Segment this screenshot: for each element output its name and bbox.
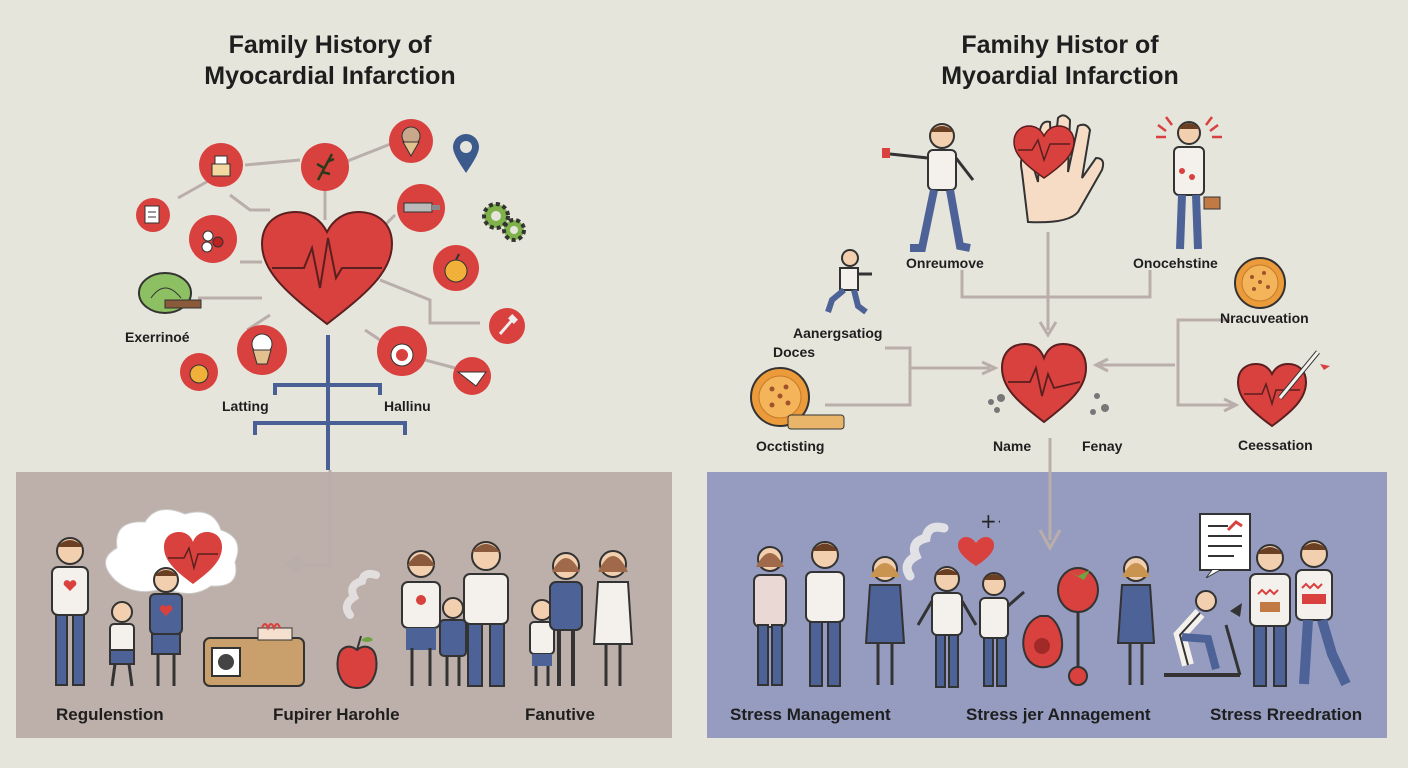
- person-icon: [979, 572, 1025, 687]
- radio-icon: [203, 623, 305, 687]
- label-doces: Doces: [773, 344, 816, 360]
- fruit-icon: [180, 353, 218, 391]
- person-icon: [592, 550, 634, 686]
- right-caption-2: Stress jer Annagement: [966, 705, 1151, 724]
- bowl-icon: [453, 357, 491, 395]
- hammer-icon: [489, 308, 525, 344]
- tomato-icon: [1022, 567, 1099, 686]
- svg-text:+++: +++: [980, 510, 1000, 533]
- left-gray-connectors: [177, 141, 480, 573]
- right-title-line1: Famihy Histor of: [961, 31, 1159, 59]
- label-hallinu: Hallinu: [384, 398, 431, 414]
- person-icon: [401, 550, 441, 686]
- person-icon: [1249, 544, 1291, 687]
- label-onreumove: Onreumove: [906, 255, 984, 271]
- left-caption-2: Fupirer Harohle: [273, 705, 400, 724]
- person-icon: [882, 123, 975, 252]
- heart-brush-icon: [1236, 350, 1330, 428]
- person-icon: [1295, 540, 1351, 687]
- apple-icon: [336, 635, 378, 690]
- gear-icon: [482, 202, 526, 242]
- person-icon: [149, 567, 183, 686]
- label-exercise: Exerrinoé: [125, 329, 190, 345]
- hand-icon: [1013, 114, 1105, 224]
- heart-ecg-icon-small: [164, 532, 222, 584]
- right-caption-3: Stress Rreedration: [1210, 705, 1363, 724]
- location-pin-icon: [453, 134, 479, 173]
- left-title-line2: Myocardial Infarction: [204, 62, 456, 90]
- label-ceessation: Ceessation: [1238, 437, 1313, 453]
- apple-icon: [433, 245, 479, 291]
- document-icon: [136, 198, 170, 232]
- label-occtisting: Occtisting: [756, 438, 825, 454]
- smoke-heart-icon: +++: [902, 510, 1000, 581]
- cookie-icon: [1234, 257, 1286, 309]
- berries-icon: [189, 215, 237, 263]
- person-icon: [51, 537, 89, 686]
- person-icon: [549, 552, 583, 686]
- particles-icon: [988, 393, 1109, 415]
- syringe-icon: [397, 184, 445, 232]
- herb-icon: [301, 143, 349, 191]
- person-icon: [916, 566, 978, 688]
- right-title: Famihy Histor of Myoardial Infarction: [910, 30, 1210, 92]
- right-caption-1: Stress Management: [730, 705, 891, 724]
- left-title: Family History of Myocardial Infarction: [180, 30, 480, 92]
- label-name: Name: [993, 438, 1032, 454]
- person-icon: [1116, 556, 1156, 685]
- heart-ecg-icon: [260, 210, 394, 326]
- left-title-line1: Family History of: [228, 31, 432, 59]
- person-icon: [109, 601, 135, 687]
- label-lating: Latting: [222, 398, 269, 414]
- smoke-icon: [342, 570, 380, 619]
- person-icon: [753, 546, 787, 686]
- muffin-icon: [237, 325, 287, 375]
- cookie-icon: [750, 367, 845, 430]
- cabbage-icon: [138, 272, 202, 314]
- runner-icon: [825, 249, 872, 315]
- left-caption-1: Regulenstion: [56, 705, 164, 724]
- person-icon: [1156, 116, 1222, 250]
- cake-icon: [199, 143, 243, 187]
- label-onocehstine: Onocehstine: [1133, 255, 1218, 271]
- apple-heart-icon: [377, 326, 427, 376]
- person-icon: [529, 599, 555, 686]
- treadmill-icon: [1164, 590, 1242, 677]
- heart-ecg-icon: [1000, 342, 1088, 424]
- cupcake-icon: [389, 119, 433, 163]
- label-fenay: Fenay: [1082, 438, 1123, 454]
- right-gray-connectors: [825, 232, 1240, 552]
- person-icon: [463, 541, 509, 687]
- left-blue-tree: [253, 335, 407, 470]
- left-caption-3: Fanutive: [525, 705, 595, 724]
- person-icon: [864, 556, 906, 685]
- right-title-line2: Myoardial Infarction: [941, 62, 1179, 90]
- label-aanergsatiog: Aanergsatiog: [793, 325, 883, 341]
- label-nracuveation: Nracuveation: [1220, 310, 1309, 326]
- person-icon: [805, 541, 845, 687]
- document-icon: [1199, 513, 1251, 578]
